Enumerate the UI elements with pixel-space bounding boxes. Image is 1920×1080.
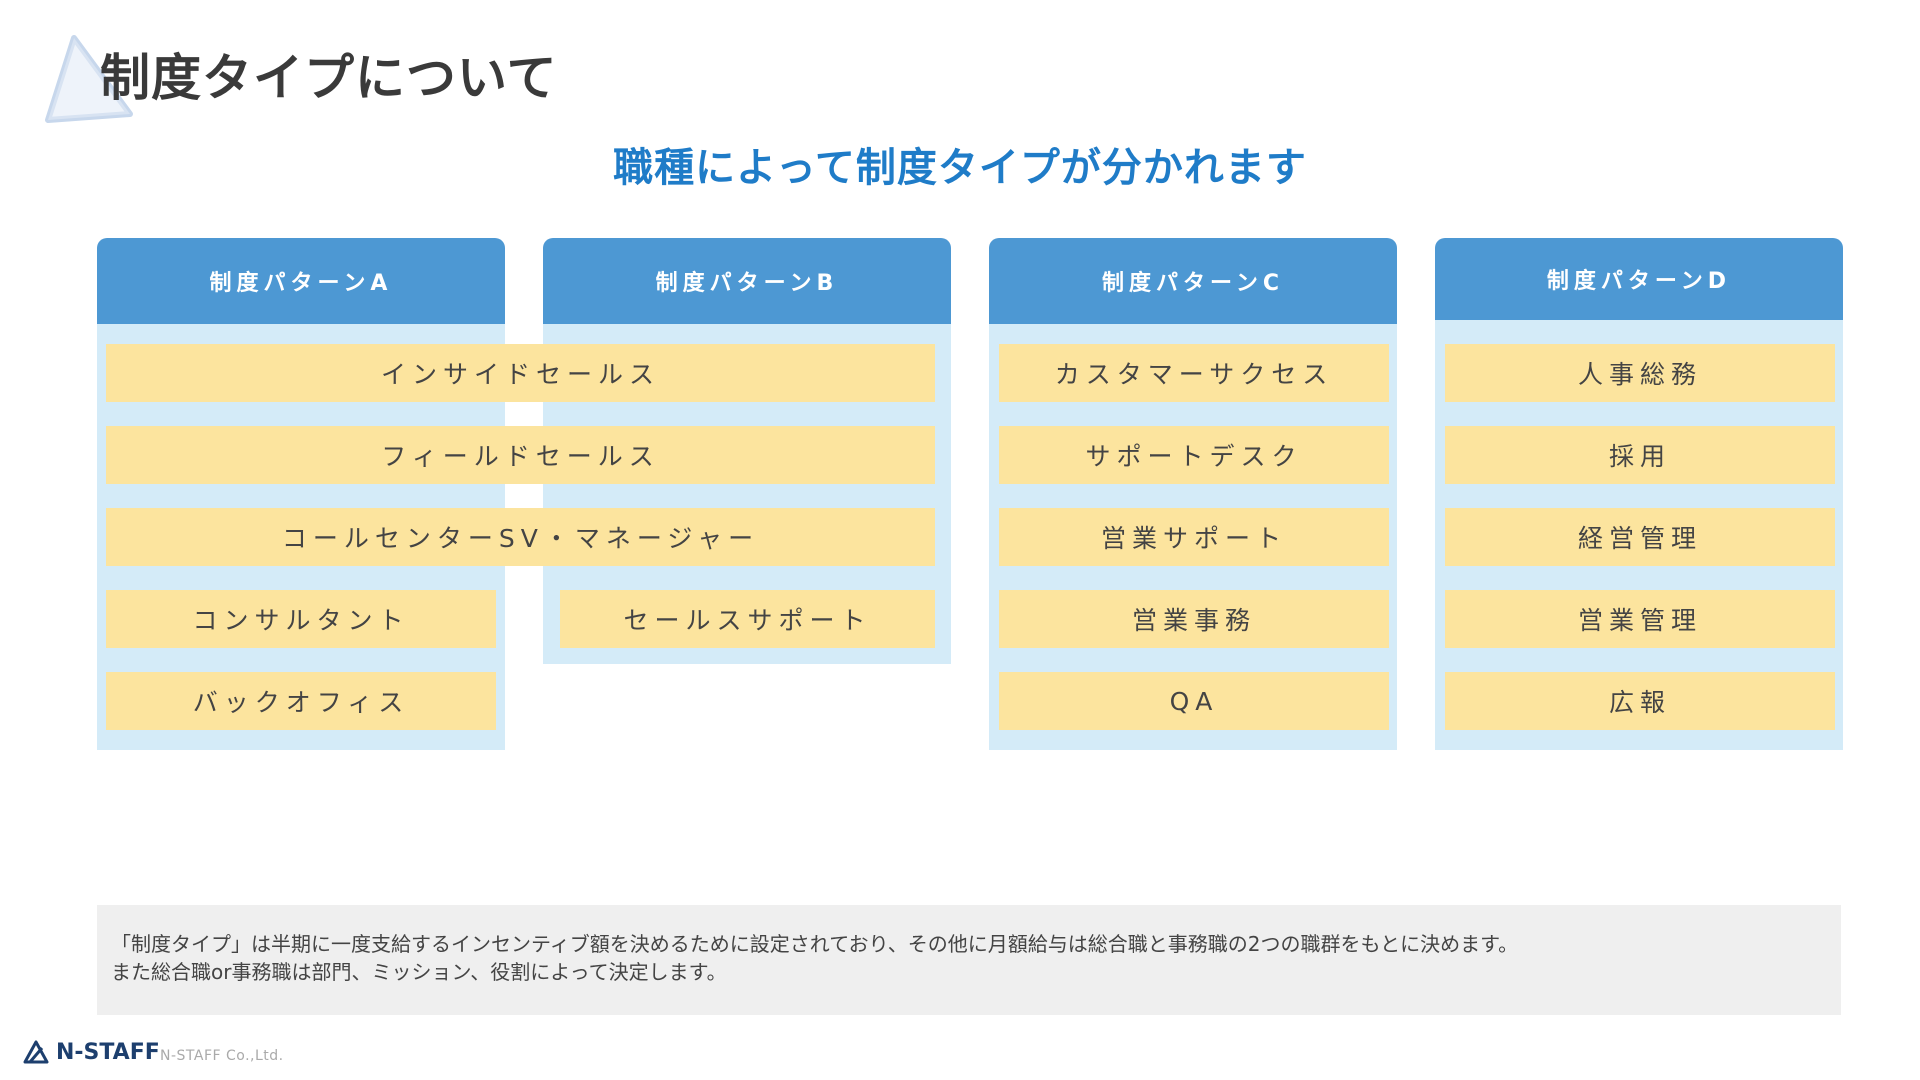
column-header-pattern-d: 制度パターンD — [1435, 238, 1843, 320]
role-cell-pattern-c: カスタマーサクセス — [999, 344, 1389, 402]
role-cell-shared: コールセンターSV・マネージャー — [106, 508, 935, 566]
role-cell-shared: フィールドセールス — [106, 426, 935, 484]
role-cell-pattern-a: コンサルタント — [106, 590, 496, 648]
role-cell-pattern-d: 広報 — [1445, 672, 1835, 730]
brand-logo-icon — [23, 1040, 49, 1064]
role-cell-pattern-a: バックオフィス — [106, 672, 496, 730]
column-header-pattern-c: 制度パターンC — [989, 238, 1397, 324]
page-title: 制度タイプについて — [100, 49, 558, 107]
role-cell-shared: インサイドセールス — [106, 344, 935, 402]
note-line: また総合職or事務職は部門、ミッション、役割によって決定します。 — [111, 960, 727, 984]
role-cell-pattern-c: QA — [999, 672, 1389, 730]
title-triangle-icon — [45, 35, 133, 123]
role-cell-pattern-d: 採用 — [1445, 426, 1835, 484]
column-header-pattern-b: 制度パターンB — [543, 238, 951, 324]
note-line: 「制度タイプ」は半期に一度支給するインセンティブ額を決めるために設定されており、… — [111, 932, 1519, 956]
role-cell-pattern-b: セールスサポート — [560, 590, 935, 648]
brand-name: N-STAFF — [56, 1040, 160, 1065]
company-name: N-STAFF Co.,Ltd. — [160, 1048, 284, 1064]
role-cell-pattern-c: 営業事務 — [999, 590, 1389, 648]
role-cell-pattern-d: 営業管理 — [1445, 590, 1835, 648]
role-cell-pattern-c: 営業サポート — [999, 508, 1389, 566]
note-box: 「制度タイプ」は半期に一度支給するインセンティブ額を決めるために設定されており、… — [97, 905, 1841, 1015]
role-cell-pattern-c: サポートデスク — [999, 426, 1389, 484]
page-subtitle: 職種によって制度タイプが分かれます — [613, 145, 1307, 191]
role-cell-pattern-d: 経営管理 — [1445, 508, 1835, 566]
role-cell-pattern-d: 人事総務 — [1445, 344, 1835, 402]
column-header-pattern-a: 制度パターンA — [97, 238, 505, 324]
